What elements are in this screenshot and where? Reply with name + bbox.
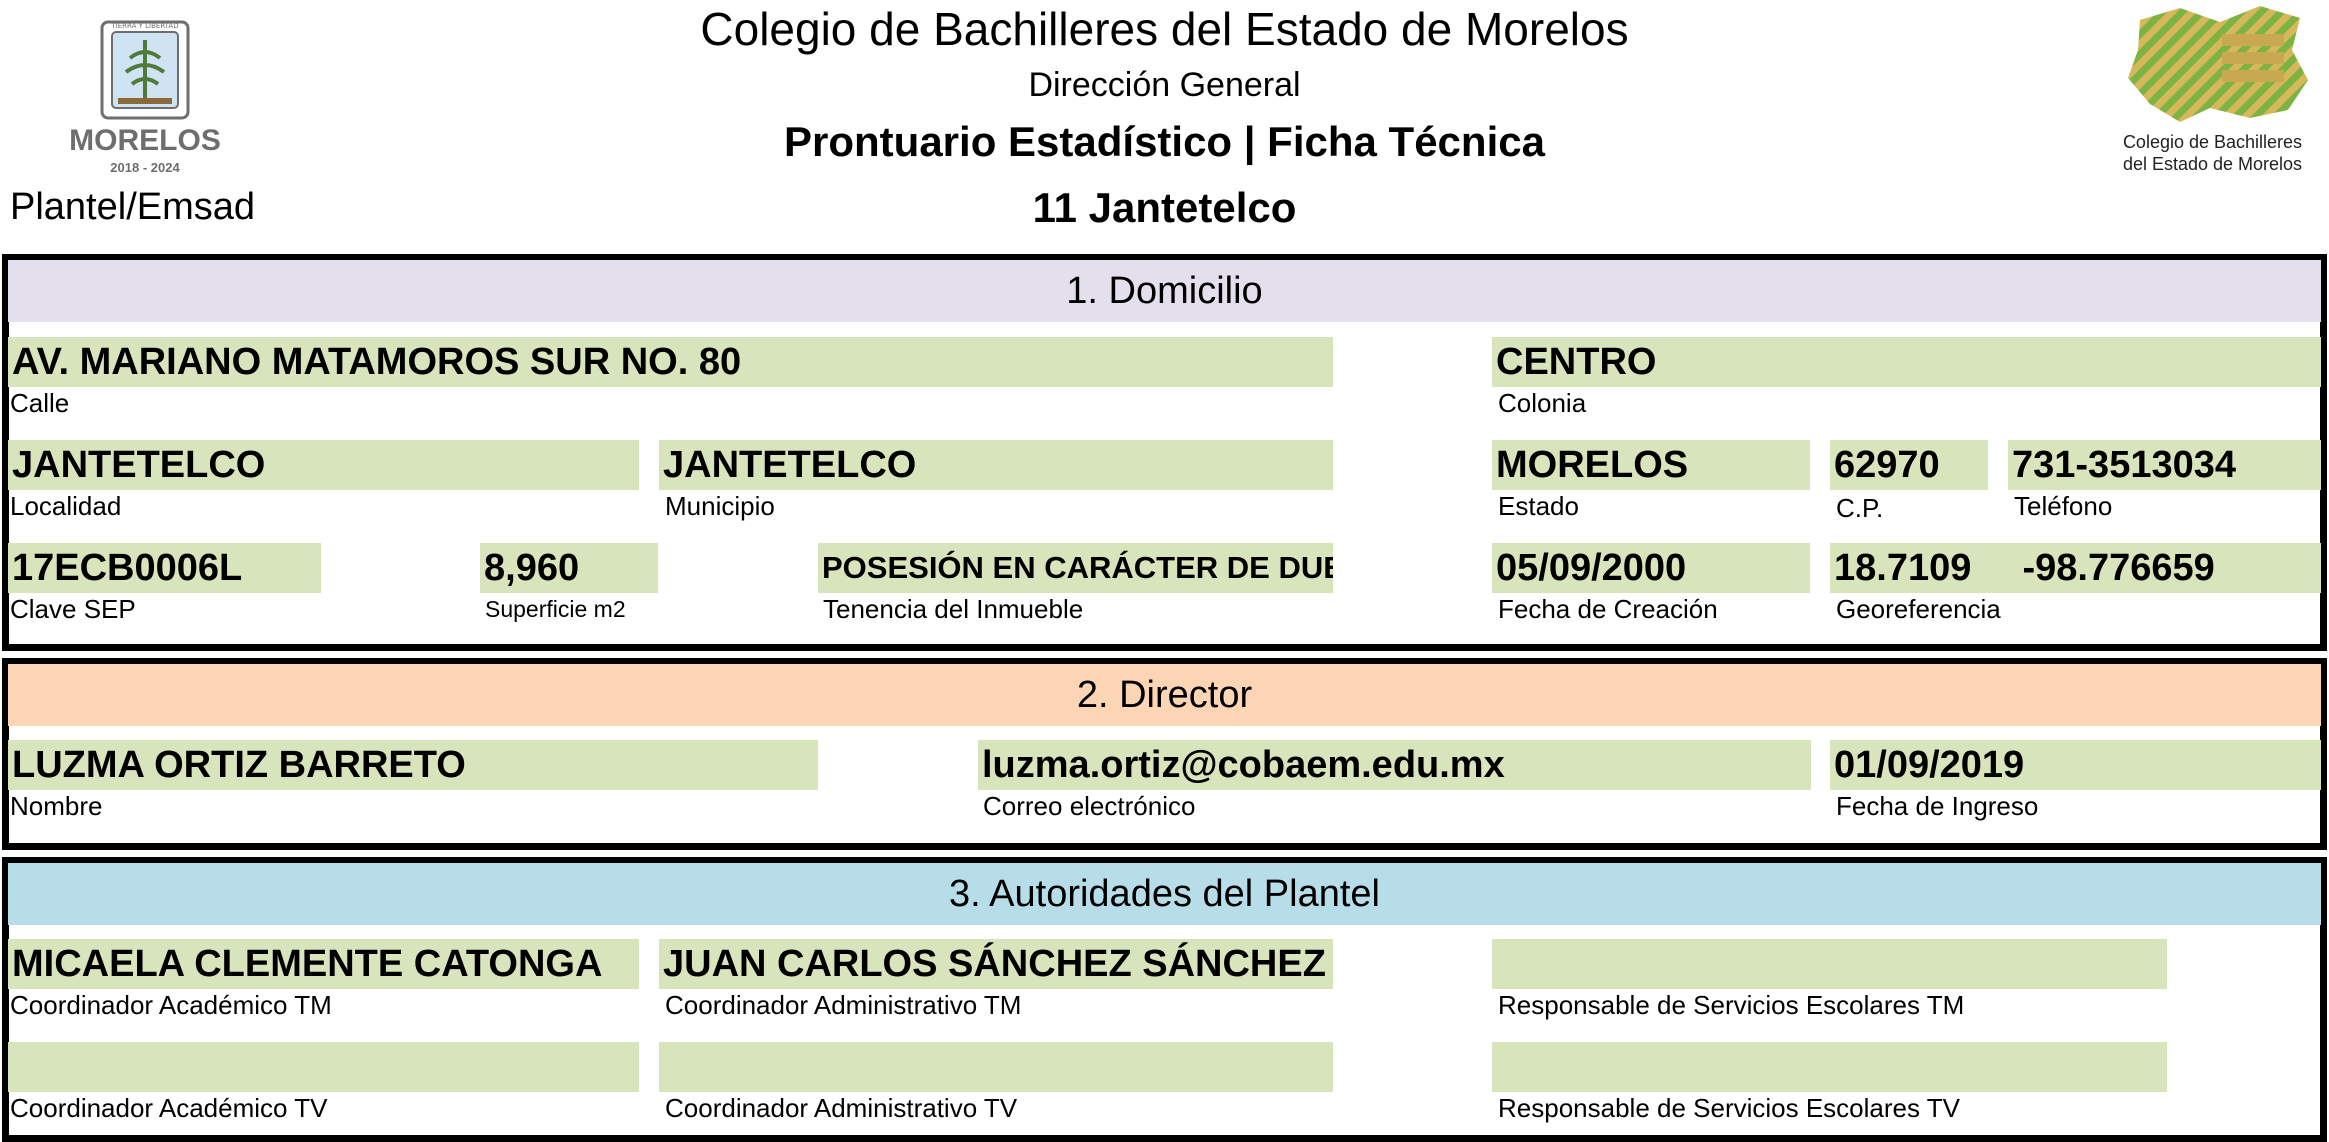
morelos-logo: TIERRA Y LIBERTAD: [60, 18, 230, 178]
coord-academico-tv-field: [8, 1042, 639, 1092]
plantel-label: Plantel/Emsad: [10, 186, 256, 228]
estado-label: Estado: [1498, 491, 1579, 521]
georeferencia-lat: 18.7109: [1834, 547, 1972, 589]
colonia-label: Colonia: [1498, 388, 1587, 418]
institution-title: Colegio de Bachilleres del Estado de Mor…: [700, 3, 1629, 55]
director-correo-label: Correo electrónico: [983, 791, 1196, 821]
cp-field: 62970: [1830, 440, 1988, 490]
cp-label: C.P.: [1836, 493, 1884, 523]
morelos-seal-icon: TIERRA Y LIBERTAD: [100, 20, 190, 120]
superficie-label: Superficie m2: [485, 596, 626, 622]
colonia-field: CENTRO: [1492, 337, 2321, 387]
director-section: [2, 658, 2327, 850]
direction-subtitle: Dirección General: [1028, 66, 1301, 104]
localidad-field: JANTETELCO: [8, 440, 639, 490]
cobaem-caption-1: Colegio de Bachilleres: [2122, 132, 2303, 152]
plantel-name: 11 Jantetelco: [1032, 184, 1297, 231]
coord-admin-tv-label: Coordinador Administrativo TV: [665, 1093, 1018, 1123]
superficie-field: 8,960: [480, 543, 658, 593]
autoridades-header: 3. Autoridades del Plantel: [8, 863, 2321, 925]
coord-academico-tm-label: Coordinador Académico TM: [10, 990, 332, 1020]
domicilio-header: 1. Domicilio: [8, 260, 2321, 322]
cobaem-caption-2: del Estado de Morelos: [2122, 154, 2303, 174]
domicilio-section: [2, 254, 2327, 651]
coord-admin-tv-field: [659, 1042, 1333, 1092]
georeferencia-field: 18.7109 -98.776659: [1830, 543, 2321, 593]
fecha-creacion-label: Fecha de Creación: [1498, 594, 1718, 624]
telefono-label: Teléfono: [2014, 491, 2113, 521]
tenencia-label: Tenencia del Inmueble: [823, 594, 1084, 624]
tenencia-field: POSESIÓN EN CARÁCTER DE DUEÑO: [818, 543, 1333, 593]
resp-escolares-tv-label: Responsable de Servicios Escolares TV: [1498, 1093, 1960, 1123]
coord-academico-tm-field: MICAELA CLEMENTE CATONGA: [8, 939, 639, 989]
localidad-label: Localidad: [10, 491, 122, 521]
cobaem-map-icon: [2128, 6, 2308, 122]
director-fecha-ingreso-field: 01/09/2019: [1830, 740, 2321, 790]
municipio-field: JANTETELCO: [659, 440, 1333, 490]
resp-escolares-tv-field: [1492, 1042, 2167, 1092]
coord-academico-tv-label: Coordinador Académico TV: [10, 1093, 328, 1123]
director-nombre-field: LUZMA ORTIZ BARRETO: [8, 740, 818, 790]
estado-field: MORELOS: [1492, 440, 1810, 490]
calle-label: Calle: [10, 388, 70, 418]
autoridades-section: [2, 857, 2327, 1142]
director-nombre-label: Nombre: [10, 791, 103, 821]
clave-sep-field: 17ECB0006L: [8, 543, 321, 593]
director-fecha-ingreso-label: Fecha de Ingreso: [1836, 791, 2039, 821]
coord-admin-tm-label: Coordinador Administrativo TM: [665, 990, 1022, 1020]
georeferencia-label: Georeferencia: [1836, 594, 2001, 624]
director-header: 2. Director: [8, 664, 2321, 726]
document-title: Prontuario Estadístico | Ficha Técnica: [784, 118, 1545, 165]
svg-text:TIERRA Y LIBERTAD: TIERRA Y LIBERTAD: [110, 22, 178, 30]
municipio-label: Municipio: [665, 491, 775, 521]
resp-escolares-tm-field: [1492, 939, 2167, 989]
cobaem-logo: [2110, 0, 2315, 180]
coord-admin-tm-field: JUAN CARLOS SÁNCHEZ SÁNCHEZ: [659, 939, 1333, 989]
director-correo-field: luzma.ortiz@cobaem.edu.mx: [978, 740, 1811, 790]
resp-escolares-tm-label: Responsable de Servicios Escolares TM: [1498, 990, 1965, 1020]
georeferencia-lon: -98.776659: [2022, 547, 2215, 589]
morelos-logo-years: 2018 - 2024: [110, 160, 180, 175]
fecha-creacion-field: 05/09/2000: [1492, 543, 1810, 593]
calle-field: AV. MARIANO MATAMOROS SUR NO. 80: [8, 337, 1333, 387]
morelos-logo-name: MORELOS: [69, 124, 221, 157]
telefono-field: 731-3513034: [2008, 440, 2321, 490]
clave-sep-label: Clave SEP: [10, 594, 136, 624]
